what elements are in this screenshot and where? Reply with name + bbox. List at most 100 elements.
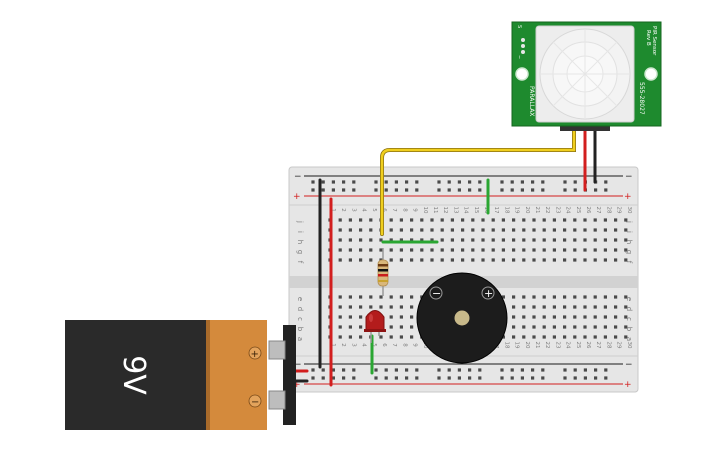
breadboard-hole[interactable] — [583, 305, 587, 309]
breadboard-hole[interactable] — [542, 228, 546, 232]
breadboard-hole[interactable] — [384, 368, 388, 372]
breadboard-hole[interactable] — [471, 218, 475, 222]
breadboard-hole[interactable] — [624, 335, 628, 339]
breadboard-hole[interactable] — [552, 258, 556, 262]
breadboard-hole[interactable] — [379, 238, 383, 242]
breadboard-hole[interactable] — [359, 238, 363, 242]
breadboard-hole[interactable] — [430, 238, 434, 242]
breadboard-hole[interactable] — [352, 368, 356, 372]
breadboard-hole[interactable] — [389, 305, 393, 309]
breadboard-hole[interactable] — [532, 258, 536, 262]
breadboard-hole[interactable] — [542, 295, 546, 299]
breadboard-hole[interactable] — [420, 228, 424, 232]
breadboard-hole[interactable] — [374, 376, 378, 380]
breadboard-hole[interactable] — [348, 258, 352, 262]
breadboard-hole[interactable] — [594, 376, 598, 380]
breadboard-hole[interactable] — [457, 368, 461, 372]
breadboard-hole[interactable] — [522, 335, 526, 339]
breadboard-hole[interactable] — [437, 376, 441, 380]
breadboard-hole[interactable] — [583, 238, 587, 242]
breadboard-hole[interactable] — [321, 180, 325, 184]
breadboard-hole[interactable] — [359, 258, 363, 262]
breadboard-hole[interactable] — [552, 315, 556, 319]
breadboard-hole[interactable] — [512, 248, 516, 252]
breadboard-hole[interactable] — [512, 218, 516, 222]
breadboard-hole[interactable] — [501, 248, 505, 252]
breadboard-hole[interactable] — [512, 335, 516, 339]
breadboard-hole[interactable] — [500, 368, 504, 372]
breadboard-hole[interactable] — [450, 258, 454, 262]
breadboard-hole[interactable] — [563, 295, 567, 299]
breadboard-hole[interactable] — [531, 376, 535, 380]
breadboard-hole[interactable] — [604, 376, 608, 380]
breadboard-hole[interactable] — [405, 376, 409, 380]
breadboard-hole[interactable] — [410, 238, 414, 242]
breadboard-hole[interactable] — [520, 180, 524, 184]
breadboard-hole[interactable] — [389, 315, 393, 319]
breadboard-hole[interactable] — [321, 376, 325, 380]
breadboard-hole[interactable] — [394, 180, 398, 184]
breadboard-hole[interactable] — [593, 315, 597, 319]
breadboard-hole[interactable] — [491, 248, 495, 252]
breadboard-hole[interactable] — [359, 315, 363, 319]
breadboard-hole[interactable] — [369, 258, 373, 262]
breadboard-hole[interactable] — [437, 180, 441, 184]
breadboard-hole[interactable] — [338, 248, 342, 252]
breadboard-hole[interactable] — [389, 248, 393, 252]
breadboard-hole[interactable] — [369, 295, 373, 299]
breadboard-hole[interactable] — [603, 315, 607, 319]
breadboard-hole[interactable] — [541, 180, 545, 184]
breadboard-hole[interactable] — [573, 180, 577, 184]
breadboard-hole[interactable] — [603, 238, 607, 242]
breadboard-hole[interactable] — [338, 218, 342, 222]
breadboard-hole[interactable] — [471, 248, 475, 252]
breadboard-hole[interactable] — [348, 248, 352, 252]
breadboard-hole[interactable] — [563, 305, 567, 309]
breadboard-hole[interactable] — [573, 248, 577, 252]
breadboard-hole[interactable] — [624, 258, 628, 262]
breadboard-hole[interactable] — [520, 368, 524, 372]
breadboard-hole[interactable] — [348, 218, 352, 222]
breadboard-hole[interactable] — [624, 295, 628, 299]
breadboard-hole[interactable] — [331, 180, 335, 184]
breadboard-hole[interactable] — [311, 376, 315, 380]
breadboard-hole[interactable] — [437, 188, 441, 192]
breadboard-hole[interactable] — [512, 305, 516, 309]
breadboard-hole[interactable] — [594, 188, 598, 192]
breadboard-hole[interactable] — [331, 368, 335, 372]
breadboard-hole[interactable] — [542, 315, 546, 319]
breadboard-hole[interactable] — [415, 180, 419, 184]
breadboard-hole[interactable] — [481, 258, 485, 262]
breadboard-hole[interactable] — [399, 305, 403, 309]
breadboard-hole[interactable] — [379, 248, 383, 252]
breadboard-hole[interactable] — [481, 248, 485, 252]
breadboard-hole[interactable] — [311, 368, 315, 372]
breadboard-hole[interactable] — [348, 295, 352, 299]
breadboard-hole[interactable] — [342, 188, 346, 192]
breadboard-hole[interactable] — [420, 248, 424, 252]
breadboard-hole[interactable] — [468, 188, 472, 192]
breadboard-hole[interactable] — [532, 335, 536, 339]
breadboard-hole[interactable] — [624, 315, 628, 319]
breadboard-hole[interactable] — [374, 180, 378, 184]
breadboard-hole[interactable] — [603, 258, 607, 262]
breadboard-hole[interactable] — [461, 248, 465, 252]
breadboard-hole[interactable] — [563, 335, 567, 339]
breadboard-hole[interactable] — [541, 188, 545, 192]
breadboard-hole[interactable] — [522, 295, 526, 299]
breadboard-hole[interactable] — [512, 228, 516, 232]
breadboard-hole[interactable] — [359, 325, 363, 329]
breadboard-hole[interactable] — [352, 180, 356, 184]
breadboard-hole[interactable] — [481, 228, 485, 232]
breadboard-hole[interactable] — [512, 258, 516, 262]
breadboard-hole[interactable] — [461, 258, 465, 262]
breadboard-hole[interactable] — [478, 376, 482, 380]
breadboard-hole[interactable] — [614, 238, 618, 242]
breadboard-hole[interactable] — [384, 188, 388, 192]
breadboard-hole[interactable] — [410, 335, 414, 339]
breadboard-hole[interactable] — [440, 258, 444, 262]
breadboard-hole[interactable] — [359, 218, 363, 222]
breadboard-hole[interactable] — [614, 228, 618, 232]
breadboard-hole[interactable] — [552, 295, 556, 299]
breadboard-hole[interactable] — [338, 305, 342, 309]
